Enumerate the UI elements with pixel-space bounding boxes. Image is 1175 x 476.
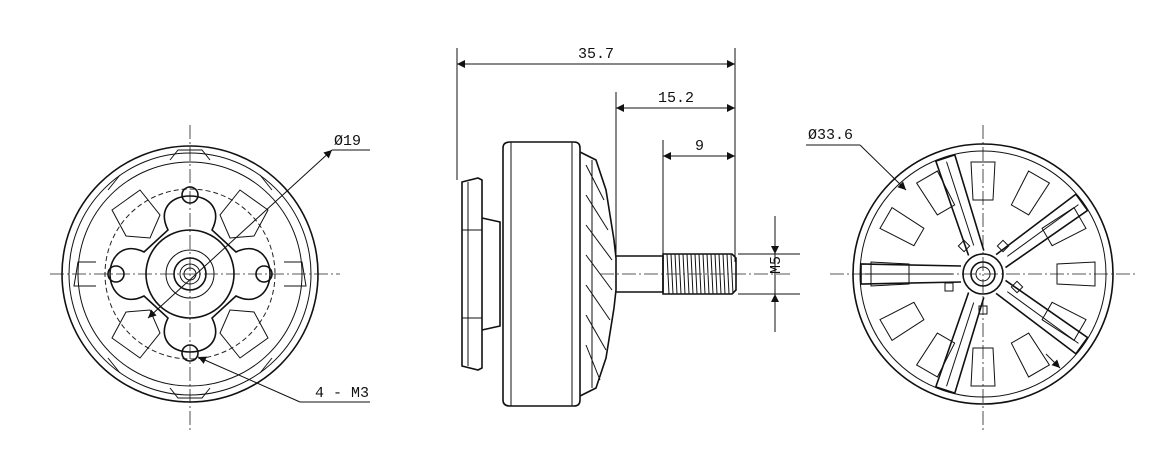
- threaded-shaft: [662, 253, 737, 295]
- base-view: Ø19 4 - M3: [50, 125, 370, 430]
- base-flange: [461, 177, 483, 371]
- stator-teeth: [870, 161, 1096, 387]
- screw-marks: [944, 239, 1024, 315]
- dia336-label: Ø33.6: [808, 127, 853, 144]
- bell-spokes: [860, 153, 1089, 395]
- dim-shaft-label: 15.2: [658, 90, 694, 107]
- stator-neck: [481, 217, 501, 331]
- top-view: Ø33.6: [806, 125, 1135, 430]
- dia19-leader: [147, 149, 333, 319]
- dia19-label: Ø19: [334, 133, 361, 150]
- side-view: 35.7 15.2 9: [456, 46, 800, 407]
- dim-thread-label: 9: [695, 138, 704, 155]
- dia336-leader: [859, 144, 907, 191]
- bell-outline: [852, 143, 1114, 405]
- top-hub: [962, 253, 1004, 295]
- bell-cap: [579, 151, 617, 397]
- m3-leader: [197, 356, 301, 403]
- dim-overall-label: 35.7: [578, 46, 614, 63]
- bell-housing: [502, 141, 581, 407]
- mount-hole-bottom: [181, 344, 199, 362]
- mount-hole-left: [107, 265, 125, 283]
- m3-label: 4 - M3: [315, 385, 369, 402]
- thread-size-label: M5: [768, 256, 785, 274]
